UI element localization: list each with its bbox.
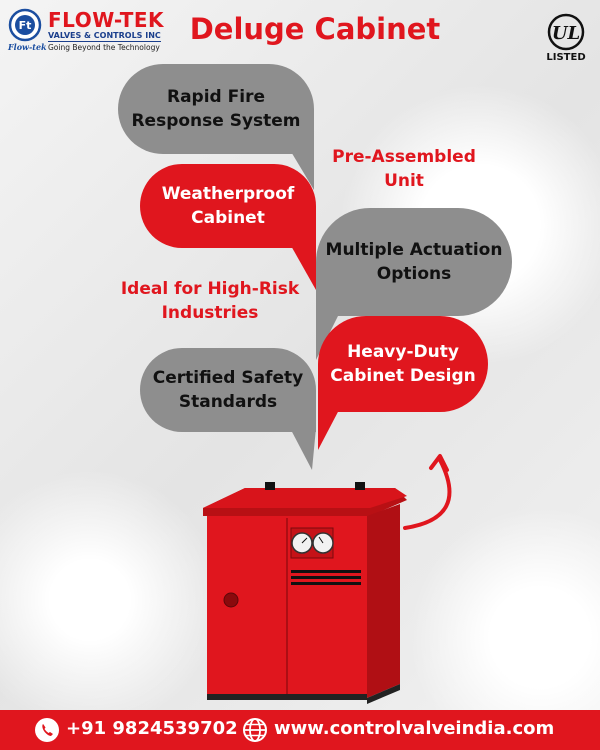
footer-contact-bar: +91 9824539702 www.controlvalveindia.com [0, 710, 600, 750]
flow-tek-logo-icon: Ft [8, 8, 42, 42]
phone-number[interactable]: +91 9824539702 [66, 718, 238, 739]
brand-subtitle: VALVES & CONTROLS INC [48, 31, 161, 42]
feature-pre-assembled: Pre-Assembled Unit [332, 147, 476, 191]
feature-high-risk-industries: Ideal for High-Risk Industries [120, 279, 300, 323]
phone-icon [35, 718, 59, 742]
feature-rapid-fire-response: Rapid Fire Response System [118, 64, 314, 154]
feature-certified-safety: Certified Safety Standards [140, 348, 316, 432]
page-title: Deluge Cabinet [189, 12, 441, 46]
ul-logo-icon: UL [547, 13, 585, 51]
brand-logo: Ft Flow-tek FLOW-TEK VALVES & CONTROLS I… [8, 8, 168, 52]
globe-icon [243, 718, 267, 742]
brand-name: FLOW-TEK [48, 8, 165, 32]
feature-heavy-duty-design: Heavy-Duty Cabinet Design [318, 316, 488, 412]
svg-text:Ft: Ft [19, 19, 32, 32]
feature-multiple-actuation: Multiple Actuation Options [316, 208, 512, 316]
logo-mark-text: Flow-tek [8, 42, 47, 52]
feature-weatherproof-cabinet: Weatherproof Cabinet [140, 164, 316, 248]
ul-listed-badge: UL LISTED [544, 12, 588, 68]
ul-mark: UL [552, 23, 580, 44]
brand-tagline: Going Beyond the Technology [48, 43, 160, 52]
ul-label: LISTED [546, 52, 586, 63]
arrow-icon [403, 454, 452, 530]
deluge-cabinet-image [203, 482, 407, 704]
website-link[interactable]: www.controlvalveindia.com [274, 718, 555, 739]
